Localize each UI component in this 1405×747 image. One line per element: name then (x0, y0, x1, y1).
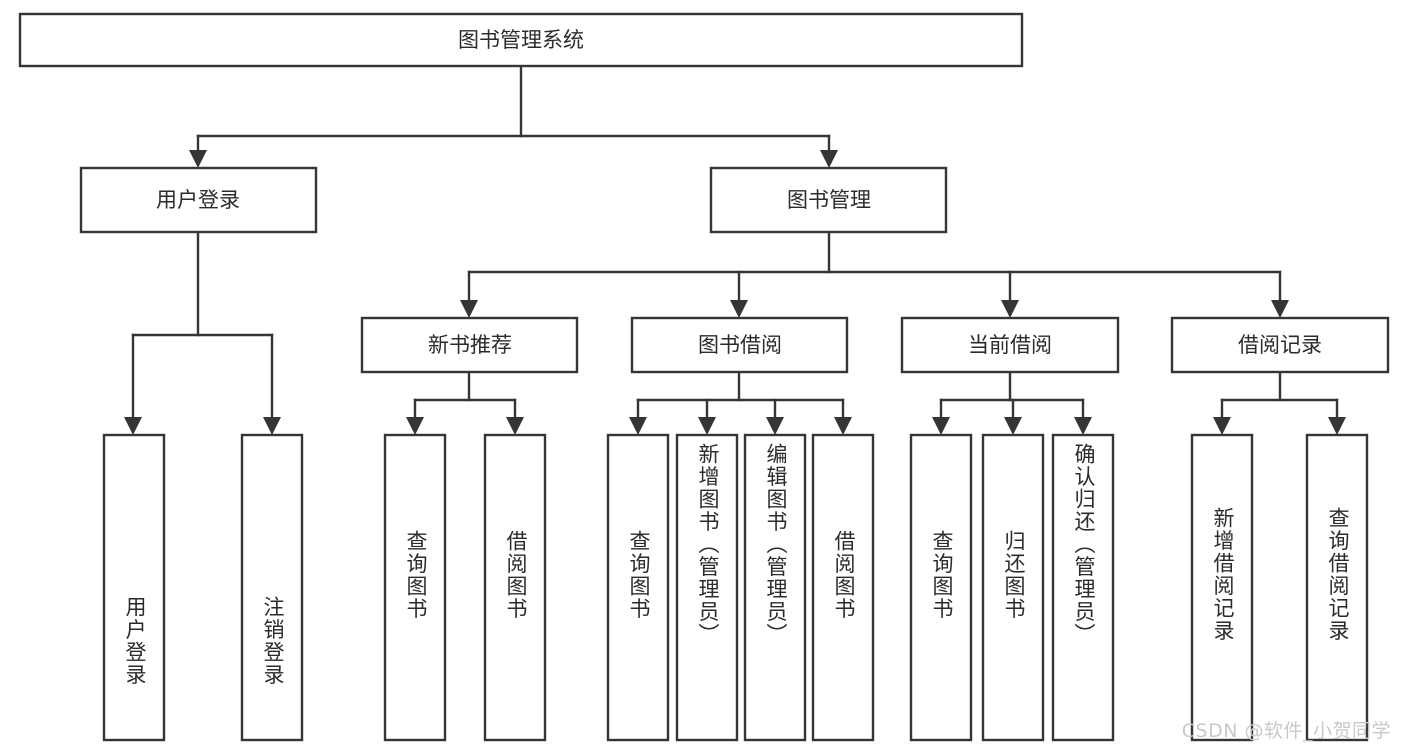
arrow-head-icon (730, 300, 748, 318)
node-new-book-rec-box[interactable] (360, 316, 579, 374)
arrow-head-icon (506, 417, 524, 435)
leaf-box[interactable] (1190, 433, 1254, 742)
arrow-head-icon (932, 417, 950, 435)
arrow-head-icon (820, 150, 838, 168)
arrow-head-icon (460, 300, 478, 318)
node-book-borrow-label: 图书借阅 (698, 333, 782, 357)
leaf-box[interactable] (383, 433, 447, 742)
arrow-head-icon (1213, 417, 1231, 435)
watermark-text: CSDN @软件_小贺同学 (1181, 720, 1391, 742)
node-root-label: 图书管理系统 (458, 28, 584, 52)
arrow-head-icon (629, 417, 647, 435)
arrow-head-icon (189, 150, 207, 168)
leaf-box[interactable] (909, 433, 973, 742)
leaf-box[interactable] (675, 433, 739, 742)
leaf-box[interactable] (811, 433, 875, 742)
leaf-box[interactable] (743, 433, 807, 742)
node-user-login-box[interactable] (79, 166, 318, 234)
arrow-head-icon (1074, 417, 1092, 435)
arrow-head-icon (1271, 300, 1289, 318)
node-borrow-record-box[interactable] (1170, 316, 1390, 374)
node-root-box[interactable] (18, 12, 1024, 68)
leaf-box[interactable] (1051, 433, 1115, 742)
leaf-box[interactable] (240, 433, 304, 742)
node-user-login-label: 用户登录 (156, 188, 240, 212)
node-new-book-rec-label: 新书推荐 (428, 333, 512, 357)
leaf-box[interactable] (483, 433, 547, 742)
arrow-head-icon (766, 417, 784, 435)
leaf-box[interactable] (102, 433, 166, 742)
arrow-head-icon (1004, 417, 1022, 435)
arrow-head-icon (698, 417, 716, 435)
leaf-box[interactable] (981, 433, 1045, 742)
arrow-head-icon (406, 417, 424, 435)
node-current-borrow-box[interactable] (900, 316, 1120, 374)
node-book-manage-box[interactable] (709, 166, 948, 234)
arrow-head-icon (124, 417, 142, 435)
arrow-head-icon (1328, 417, 1346, 435)
connector-group (124, 64, 1346, 435)
leaf-box[interactable] (1305, 433, 1369, 742)
node-book-borrow-box[interactable] (630, 316, 849, 374)
node-current-borrow-label: 当前借阅 (968, 333, 1052, 357)
arrow-head-icon (263, 417, 281, 435)
leaf-box[interactable] (606, 433, 670, 742)
node-group: 图书管理系统 用户登录 图书管理 新书推荐 图书借阅 当前借阅 借阅记录 (18, 12, 1390, 742)
node-book-manage-label: 图书管理 (787, 188, 871, 212)
arrow-head-icon (834, 417, 852, 435)
node-borrow-record-label: 借阅记录 (1238, 333, 1322, 357)
arrow-head-icon (1001, 300, 1019, 318)
